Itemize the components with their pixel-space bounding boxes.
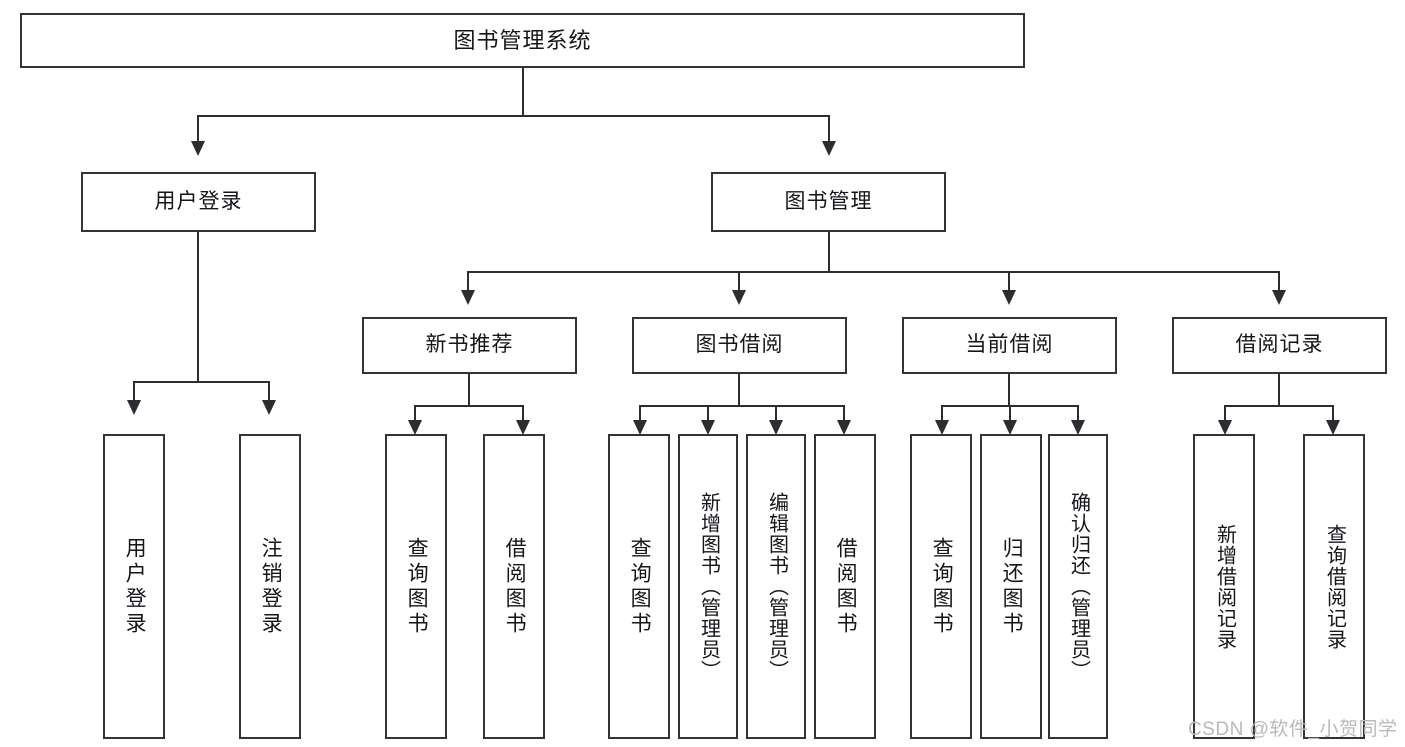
connector-user-login-leaf-1 <box>133 381 135 403</box>
arrow-book-borrow-leaf-1 <box>633 420 647 435</box>
connector-new-book-leaf-2 <box>522 405 524 423</box>
arrow-new-book-leaf-1 <box>408 420 422 435</box>
node-book-manage[interactable]: 图书管理 <box>711 172 946 232</box>
leaf-borrow-record-query[interactable]: 查询借阅记录 <box>1303 434 1365 739</box>
connector-new-book-leaf-1 <box>414 405 416 423</box>
arrow-to-new-book <box>461 290 475 305</box>
arrow-to-book-borrow <box>732 290 746 305</box>
node-new-book-recommend[interactable]: 新书推荐 <box>362 317 577 374</box>
arrow-user-login-leaf-1 <box>127 400 141 415</box>
arrow-to-borrow-record <box>1272 290 1286 305</box>
leaf-book-borrow-borrow[interactable]: 借阅图书 <box>814 434 876 739</box>
connector-to-book-manage <box>828 115 830 145</box>
connector-current-borrow-leaf-1 <box>941 405 943 423</box>
connector-borrow-record-stem <box>1278 374 1280 406</box>
connector-new-book-stem <box>468 374 470 406</box>
connector-book-borrow-leaf-2 <box>707 405 709 423</box>
arrow-borrow-record-leaf-1 <box>1218 420 1232 435</box>
connector-user-login-bus <box>133 381 269 383</box>
node-user-login[interactable]: 用户登录 <box>81 172 316 232</box>
arrow-book-borrow-leaf-4 <box>837 420 851 435</box>
arrow-user-login-leaf-2 <box>262 400 276 415</box>
connector-user-login-leaf-2 <box>268 381 270 403</box>
connector-current-borrow-stem <box>1008 374 1010 406</box>
connector-to-book-borrow <box>738 271 740 293</box>
connector-current-borrow-leaf-3 <box>1077 405 1079 423</box>
node-book-borrow[interactable]: 图书借阅 <box>632 317 847 374</box>
leaf-book-borrow-edit[interactable]: 编辑图书（管理员） <box>746 434 806 739</box>
connector-level2-bus <box>197 115 830 117</box>
connector-book-borrow-bus <box>639 405 845 407</box>
arrow-borrow-record-leaf-2 <box>1326 420 1340 435</box>
leaf-user-login-signin[interactable]: 用户登录 <box>103 434 165 739</box>
connector-user-login-stem <box>197 232 199 382</box>
connector-current-borrow-leaf-2 <box>1009 405 1011 423</box>
connector-root-stem <box>522 68 524 116</box>
arrow-current-borrow-leaf-1 <box>935 420 949 435</box>
leaf-borrow-record-add[interactable]: 新增借阅记录 <box>1193 434 1255 739</box>
connector-borrow-record-leaf-1 <box>1224 405 1226 423</box>
arrow-book-borrow-leaf-3 <box>769 420 783 435</box>
connector-borrow-record-leaf-2 <box>1332 405 1334 423</box>
node-current-borrow[interactable]: 当前借阅 <box>902 317 1117 374</box>
arrow-current-borrow-leaf-3 <box>1071 420 1085 435</box>
arrow-book-borrow-leaf-2 <box>701 420 715 435</box>
connector-book-borrow-stem <box>738 374 740 406</box>
leaf-book-borrow-query[interactable]: 查询图书 <box>608 434 670 739</box>
leaf-new-book-query[interactable]: 查询图书 <box>385 434 447 739</box>
leaf-user-login-signout[interactable]: 注销登录 <box>239 434 301 739</box>
connector-new-book-bus <box>414 405 524 407</box>
connector-level3-bus <box>467 271 1279 273</box>
leaf-current-borrow-confirm[interactable]: 确认归还（管理员） <box>1048 434 1108 739</box>
connector-to-borrow-record <box>1278 271 1280 293</box>
leaf-book-borrow-add[interactable]: 新增图书（管理员） <box>678 434 738 739</box>
arrow-to-current-borrow <box>1002 290 1016 305</box>
connector-to-user-login <box>197 115 199 145</box>
connector-book-borrow-leaf-4 <box>843 405 845 423</box>
node-root-system[interactable]: 图书管理系统 <box>20 13 1025 68</box>
leaf-current-borrow-return[interactable]: 归还图书 <box>980 434 1042 739</box>
connector-book-borrow-leaf-1 <box>639 405 641 423</box>
arrow-to-book-manage <box>822 141 836 156</box>
node-borrow-record[interactable]: 借阅记录 <box>1172 317 1387 374</box>
connector-to-current-borrow <box>1008 271 1010 293</box>
leaf-new-book-borrow[interactable]: 借阅图书 <box>483 434 545 739</box>
connector-borrow-record-bus <box>1224 405 1334 407</box>
arrow-to-user-login <box>191 141 205 156</box>
connector-to-new-book <box>467 271 469 293</box>
leaf-current-borrow-query[interactable]: 查询图书 <box>910 434 972 739</box>
connector-book-borrow-leaf-3 <box>775 405 777 423</box>
arrow-new-book-leaf-2 <box>516 420 530 435</box>
connector-book-manage-stem <box>828 232 830 272</box>
arrow-current-borrow-leaf-2 <box>1003 420 1017 435</box>
